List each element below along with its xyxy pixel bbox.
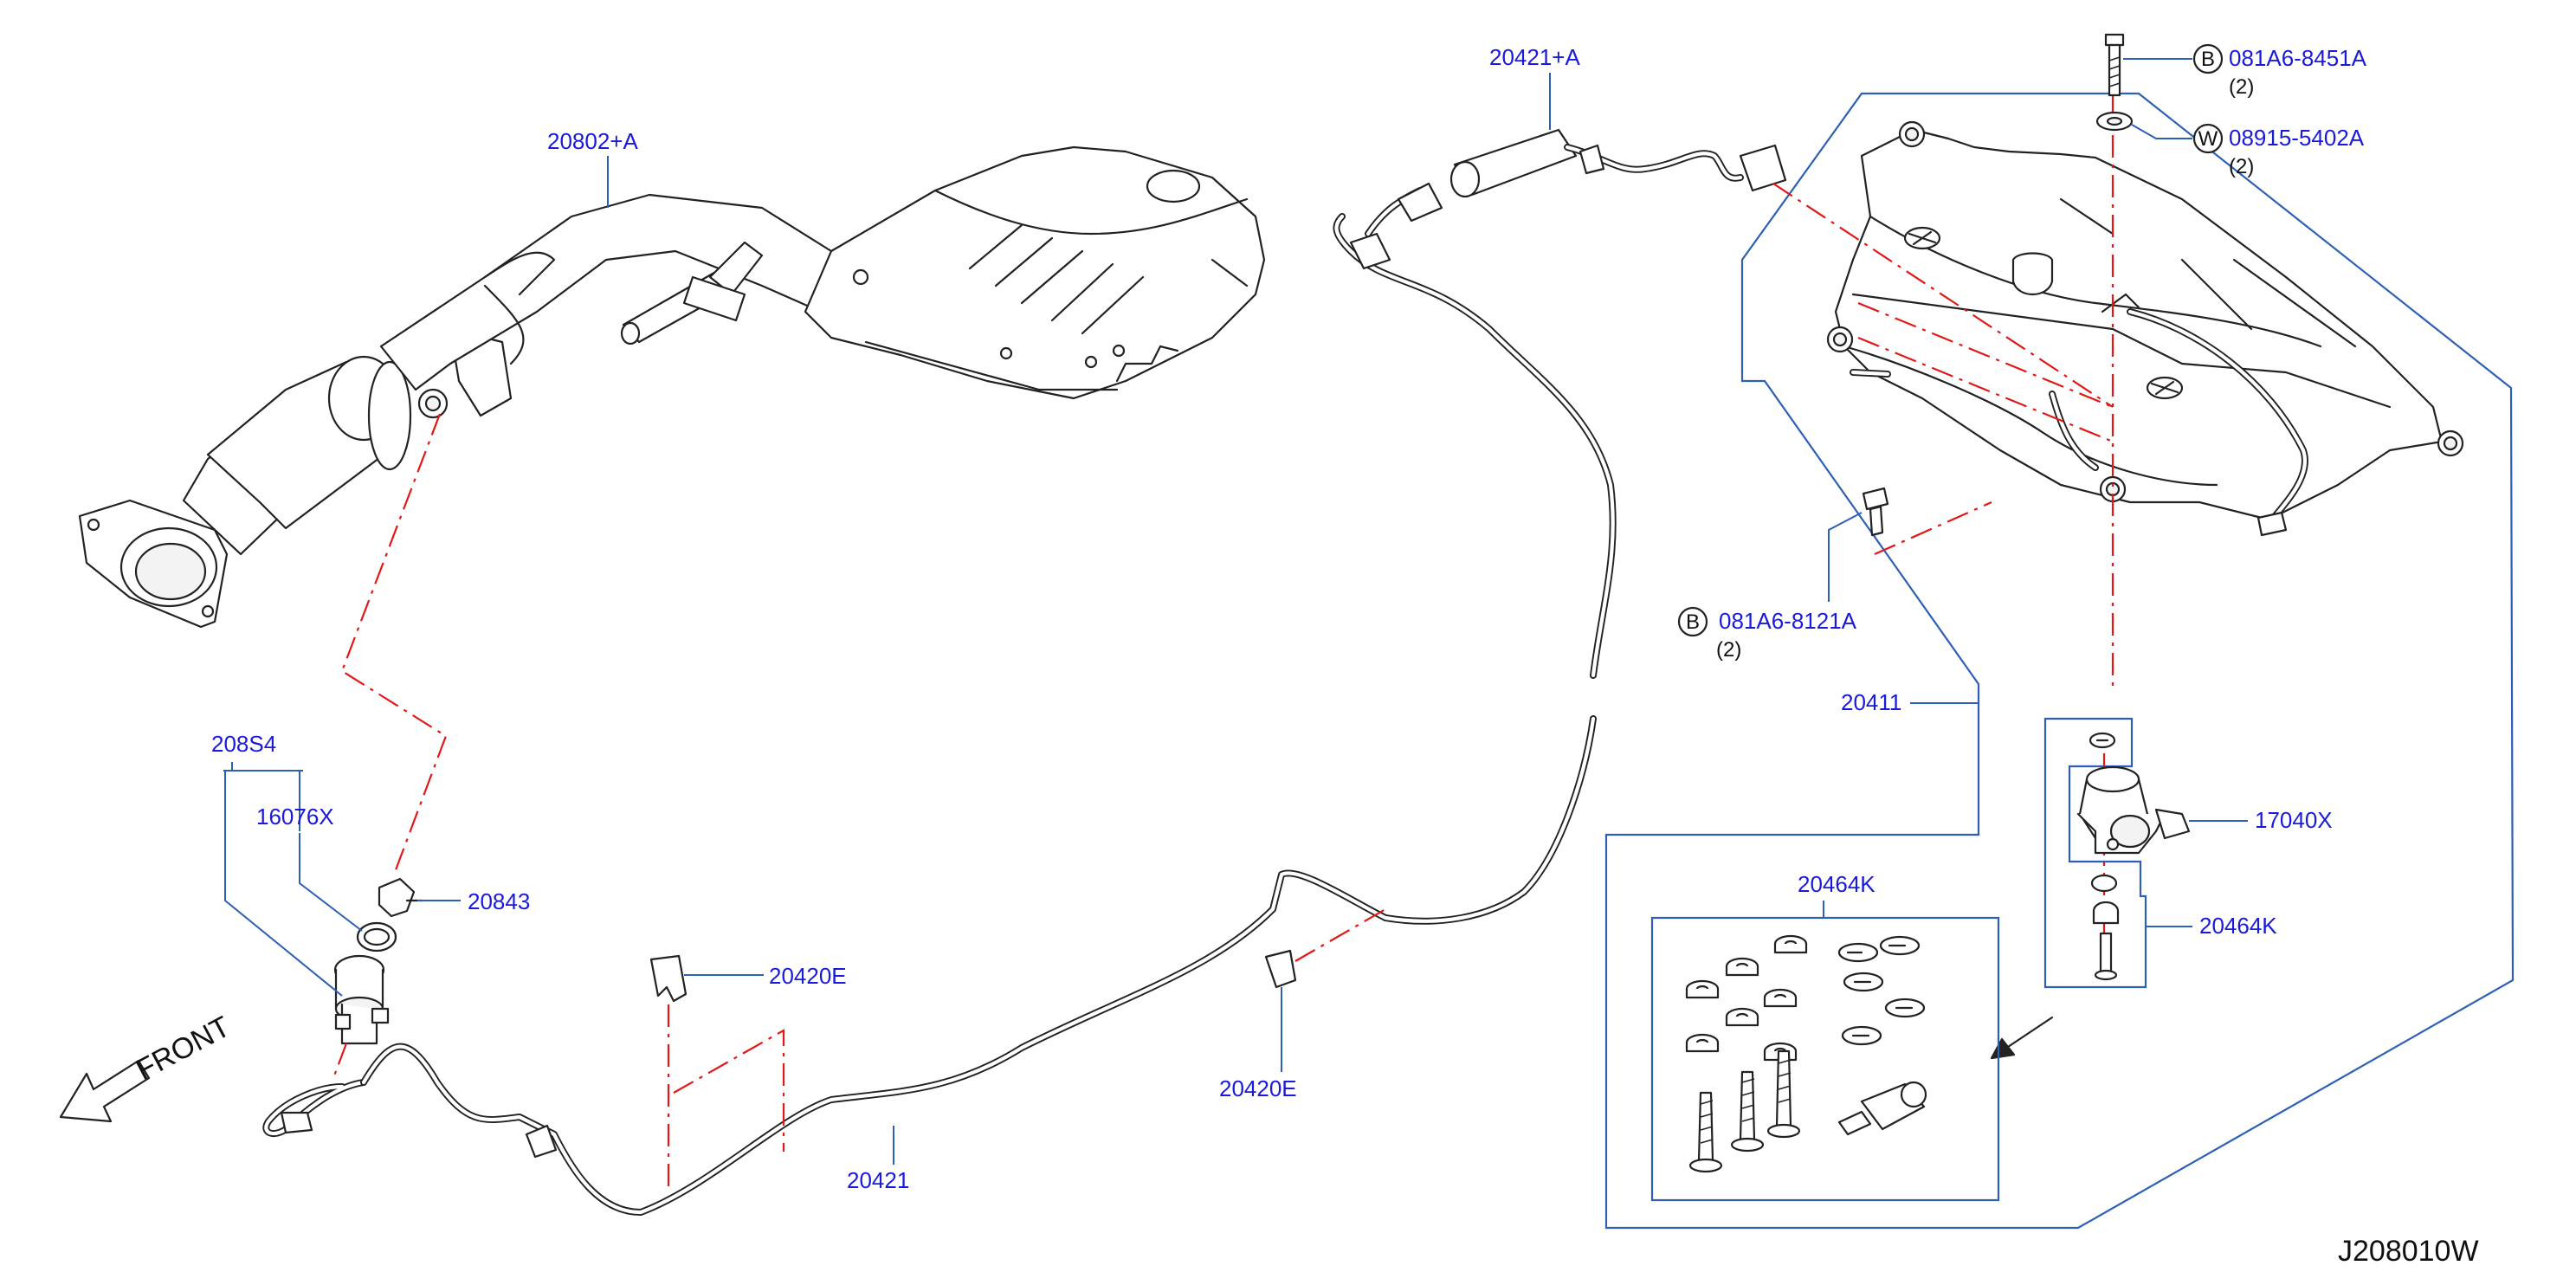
clamp-right-20420E[interactable] [1264, 949, 1297, 989]
centerline-clamp-right [1294, 908, 1386, 962]
solenoid-group-box [2043, 717, 2147, 989]
gasket-leader [299, 833, 363, 932]
washer-08915-5402A[interactable] [2095, 111, 2134, 132]
harness-top-label: 20421+A [1489, 44, 1580, 70]
bolt-top-letter: B [2201, 48, 2215, 71]
washer-label: 08915-5402A [2229, 125, 2365, 151]
catalytic-converter-assembly[interactable] [78, 145, 1266, 629]
harness-sleeve [525, 1124, 558, 1159]
washer-qty: (2) [2229, 155, 2254, 178]
washer-leader [2131, 124, 2192, 139]
centerline-sensor-down [332, 1043, 348, 1079]
muffler-tank-20411[interactable] [1826, 120, 2464, 537]
bolt-081A6-8451A[interactable] [2104, 33, 2125, 97]
clamp-right-label: 20420E [1219, 1075, 1297, 1101]
bolt-mid-leader [1828, 512, 1863, 602]
sensor-connector [280, 1111, 313, 1134]
bolt-mid-letter: B [1686, 610, 1700, 634]
bolt-top-qty: (2) [2229, 75, 2254, 99]
bolt-top-label: 081A6-8451A [2229, 45, 2367, 71]
tank-label: 20411 [1841, 689, 1901, 715]
centerline-tank-1 [1772, 183, 2114, 408]
converter-label: 20802+A [547, 128, 638, 154]
centerline-clamp-left [667, 1004, 785, 1186]
front-arrow-icon [59, 1059, 151, 1123]
grommet [1349, 232, 1391, 270]
arrow-to-kit-icon [1990, 1016, 2054, 1060]
harness-upper-wire[interactable] [1333, 213, 1617, 679]
sensor-assy-label: 208S4 [211, 731, 276, 757]
sensor-clip-20843[interactable] [378, 877, 424, 918]
tank-clip-icon [2146, 376, 2184, 400]
gasket-16076X[interactable] [356, 921, 397, 952]
clip-sensor-label: 20843 [468, 888, 530, 914]
centerline-tank-2 [1857, 301, 2114, 409]
bolt-081A6-8121A[interactable] [1862, 487, 1889, 537]
clamp-left-20420E[interactable] [649, 954, 688, 1003]
bolt-mid-label: 081A6-8121A [1719, 608, 1857, 634]
centerline-bolt-mid [1874, 500, 1992, 556]
front-label: FRONT [131, 1011, 236, 1088]
bolt-mid-circle-icon [1677, 606, 1708, 637]
kit-box-label: 20464K [1798, 871, 1876, 897]
bolt-mid-qty: (2) [1716, 638, 1741, 662]
kit-side-parts[interactable] [2090, 874, 2120, 981]
harness-boot-20421A[interactable] [1449, 128, 1787, 198]
centerline-converter-to-clip [340, 413, 448, 875]
harness-connector-left [1397, 182, 1443, 223]
kit-side-label: 20464K [2199, 913, 2277, 939]
sensor-assy-bracket [223, 762, 343, 997]
solenoid-label: 17040X [2255, 807, 2333, 833]
solenoid-17040X[interactable] [2076, 765, 2191, 855]
tank-clip-icon [1903, 226, 1941, 250]
gasket-label: 16076X [256, 804, 334, 830]
kit-contents[interactable] [1685, 934, 1927, 1173]
washer-letter: W [2198, 127, 2218, 151]
clamp-left-label: 20420E [769, 963, 847, 989]
harness-bottom-label: 20421 [847, 1167, 909, 1193]
small-washer [2089, 732, 2116, 749]
bolt-top-circle-icon [2192, 43, 2224, 74]
sensor-208S4[interactable] [333, 954, 390, 1045]
tank-group-outline [1604, 92, 2515, 1230]
drawing-code: J208010W [2338, 1235, 2479, 1268]
kit-box [1650, 916, 2000, 1202]
washer-circle-icon [2192, 123, 2224, 154]
centerline-tank-3 [1857, 336, 2114, 443]
